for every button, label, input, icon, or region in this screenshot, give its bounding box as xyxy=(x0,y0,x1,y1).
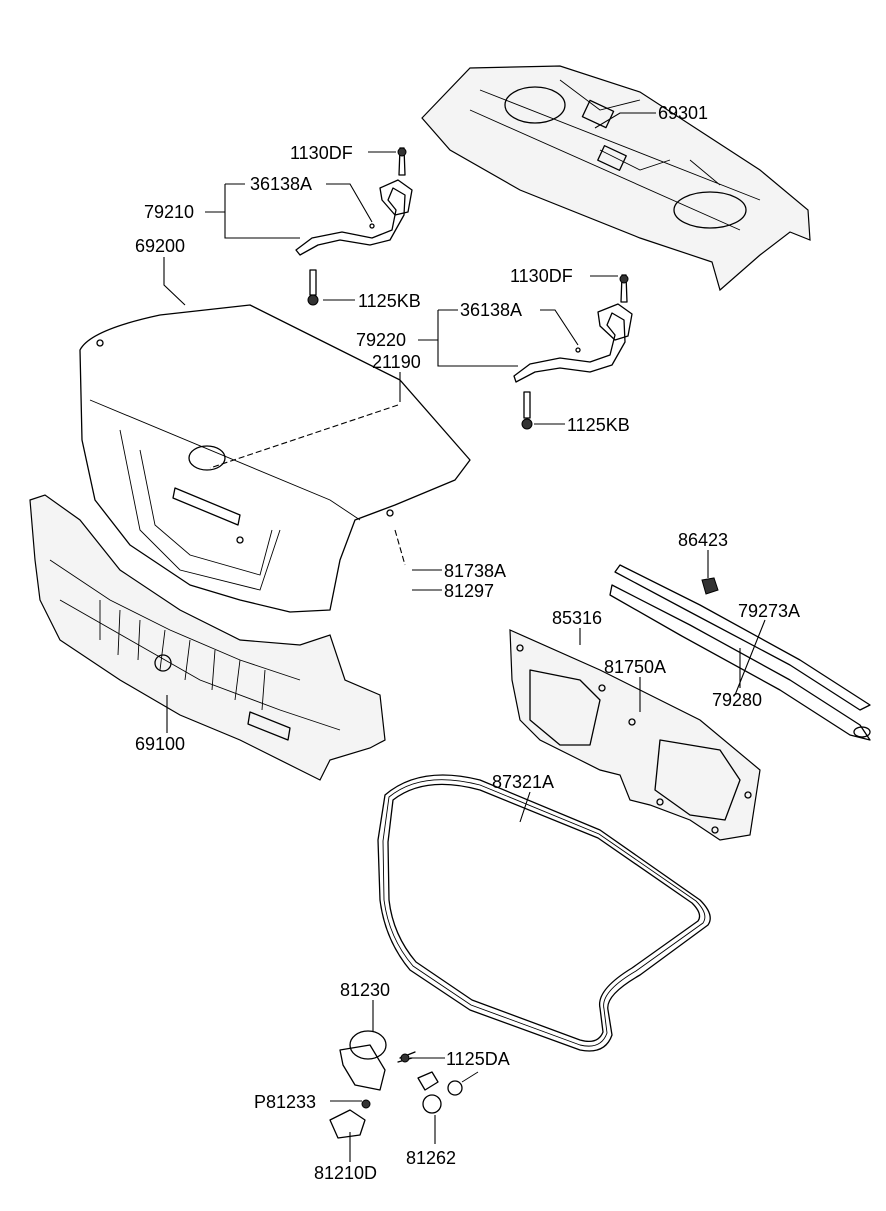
latch-81230 xyxy=(339,1030,416,1091)
label-81750A: 81750A xyxy=(604,657,667,677)
label-81262: 81262 xyxy=(406,1148,457,1168)
label-36138A-upper: 36138A xyxy=(250,174,313,194)
clip-86423 xyxy=(701,577,719,595)
label-1130DF-upper: 1130DF xyxy=(290,143,353,163)
label-86423: 86423 xyxy=(678,530,729,550)
dashed-guide-21190 xyxy=(209,404,399,469)
label-79220: 79220 xyxy=(356,330,407,350)
label-P81233: P81233 xyxy=(254,1092,317,1112)
label-87321A: 87321A xyxy=(492,772,555,792)
weatherstrip-87321A xyxy=(377,774,711,1052)
cylinder-81262 xyxy=(417,1071,479,1114)
dashed-guide-81738A xyxy=(394,529,406,566)
label-1125KB-upper: 1125KB xyxy=(358,291,421,311)
actuator-81210D xyxy=(329,1099,371,1139)
label-81210D: 81210D xyxy=(314,1163,378,1183)
label-1125KB-lower: 1125KB xyxy=(567,415,630,435)
back-panel-69100 xyxy=(29,494,386,781)
label-85316: 85316 xyxy=(552,608,603,628)
trunk-hinge-79220 xyxy=(513,274,633,430)
label-1130DF-lower: 1130DF xyxy=(510,266,573,286)
label-81297: 81297 xyxy=(444,581,495,601)
label-79273A: 79273A xyxy=(738,601,801,621)
label-1125DA: 1125DA xyxy=(446,1049,510,1069)
label-21190: 21190 xyxy=(372,352,421,372)
trim-panel-81750A xyxy=(509,629,761,841)
label-81738A: 81738A xyxy=(444,561,507,581)
label-81230: 81230 xyxy=(340,980,391,1000)
label-69301: 69301 xyxy=(658,103,709,123)
label-36138A-lower: 36138A xyxy=(460,300,523,320)
label-79280: 79280 xyxy=(712,690,763,710)
label-69200: 69200 xyxy=(135,236,186,256)
package-tray-69301 xyxy=(421,65,811,292)
trunk-lid-69200 xyxy=(79,304,471,613)
label-69100: 69100 xyxy=(135,734,186,754)
trunk-hinge-79210 xyxy=(295,147,413,306)
leader-lines xyxy=(163,112,766,1162)
label-79210: 79210 xyxy=(144,202,195,222)
